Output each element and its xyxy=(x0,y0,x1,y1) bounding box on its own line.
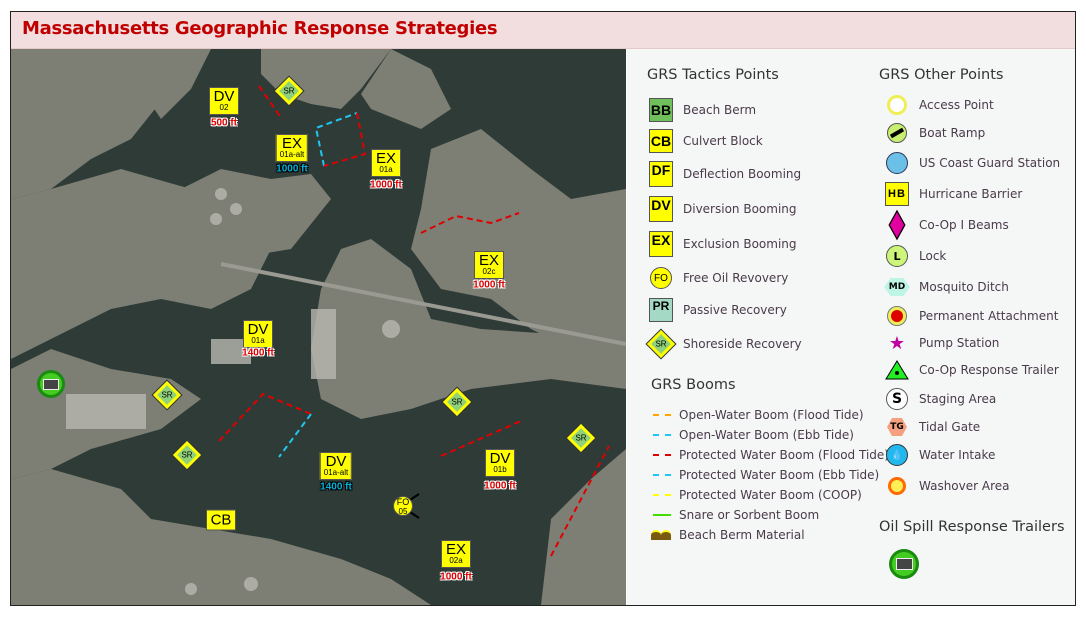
access-point-icon xyxy=(887,95,907,115)
boom-length-label: 1000 ft xyxy=(484,480,516,492)
legend-item-water-intake: 💧Water Intake xyxy=(883,442,995,468)
legend-item-pump-station: ★Pump Station xyxy=(888,332,1000,354)
legend-boom: Protected Water Boom (COOP) xyxy=(651,485,862,505)
boom-length-label: 1000 ft xyxy=(276,163,308,175)
tidal-gate-icon: TG xyxy=(887,418,907,436)
legend-heading-other: GRS Other Points xyxy=(879,67,1004,83)
boom-line xyxy=(314,112,358,167)
bridge xyxy=(220,262,626,346)
diversion-booming-icon: DV xyxy=(649,196,673,222)
tactic-marker-cb[interactable]: CB xyxy=(206,509,236,531)
boom-length-label: 1000 ft xyxy=(370,179,402,191)
boom-line xyxy=(440,420,522,457)
boom-line xyxy=(550,445,610,557)
legend-item-access-point: Access Point xyxy=(883,92,994,118)
legend-item-washover-area: Washover Area xyxy=(883,473,1010,499)
free-oil-icon: FO xyxy=(650,267,672,289)
boat-ramp-icon xyxy=(887,123,907,143)
legend-boom: Beach Berm Material xyxy=(651,525,805,545)
beach-berm-material-icon xyxy=(651,530,673,540)
hurricane-barrier-icon: HB xyxy=(885,182,909,206)
land-nw xyxy=(11,49,171,199)
washover-area-icon xyxy=(891,480,903,492)
legend-item-boat-ramp: Boat Ramp xyxy=(883,120,985,146)
boom-length-label: 1400 ft xyxy=(320,481,352,493)
legend-boom: Snare or Sorbent Boom xyxy=(651,505,819,525)
permanent-attachment-icon xyxy=(887,306,907,326)
legend-item-permanent-attachment: Permanent Attachment xyxy=(883,303,1058,329)
exclusion-booming-icon: EX xyxy=(649,231,673,257)
boom-length-label: 1400 ft xyxy=(242,347,274,359)
response-trailer-triangle-icon xyxy=(885,360,909,380)
culvert-block-icon: CB xyxy=(649,129,673,153)
legend-boom: Open-Water Boom (Flood Tide) xyxy=(651,405,864,425)
legend-boom: Protected Water Boom (Ebb Tide) xyxy=(651,465,879,485)
boom-line xyxy=(323,112,367,167)
aerial-imagery xyxy=(11,49,626,605)
map-frame: Massachusetts Geographic Response Strate… xyxy=(10,11,1076,606)
title-bar: Massachusetts Geographic Response Strate… xyxy=(11,12,1075,49)
trailer-body xyxy=(43,378,59,390)
legend-heading-booms: GRS Booms xyxy=(651,377,736,393)
legend-item-co-op-trailer: Co-Op Response Trailer xyxy=(883,357,1059,383)
coast-guard-icon xyxy=(886,152,908,174)
legend-heading-trailers: Oil Spill Response Trailers xyxy=(879,519,1065,535)
boom-line xyxy=(218,392,312,442)
passive-recovery-icon: PR xyxy=(649,298,673,322)
pump-station-star-icon: ★ xyxy=(888,332,906,354)
boom-length-label: 1000 ft xyxy=(440,571,472,583)
beach-berm-icon: BB xyxy=(649,98,673,122)
boom-line xyxy=(258,85,283,120)
trailer-icon xyxy=(889,549,919,579)
boom-line xyxy=(278,413,312,458)
boom-length-label: 500 ft xyxy=(210,117,238,129)
boom-length-label: 1000 ft xyxy=(473,279,505,291)
page-title: Massachusetts Geographic Response Strate… xyxy=(22,18,498,39)
legend-item-coast-guard: US Coast Guard Station xyxy=(883,150,1060,176)
legend-heading-tactics: GRS Tactics Points xyxy=(647,67,779,83)
water-intake-icon: 💧 xyxy=(886,444,908,466)
staging-area-icon: S xyxy=(886,388,908,410)
deflection-booming-icon: DF xyxy=(649,161,673,187)
legend-item-co-op-i-beams: Co-Op I Beams xyxy=(883,209,1009,241)
trailer-icon[interactable] xyxy=(37,370,65,398)
mosquito-ditch-icon: MD xyxy=(884,278,910,296)
warehouse-roof xyxy=(66,394,146,429)
legend-boom: Protected Water Boom (Flood Tide) xyxy=(651,445,889,465)
i-beam-diamond-icon xyxy=(888,209,906,241)
shoreside-recovery-icon: SR xyxy=(645,328,677,360)
lock-icon: L xyxy=(886,245,908,267)
legend-boom: Open-Water Boom (Ebb Tide) xyxy=(651,425,854,445)
